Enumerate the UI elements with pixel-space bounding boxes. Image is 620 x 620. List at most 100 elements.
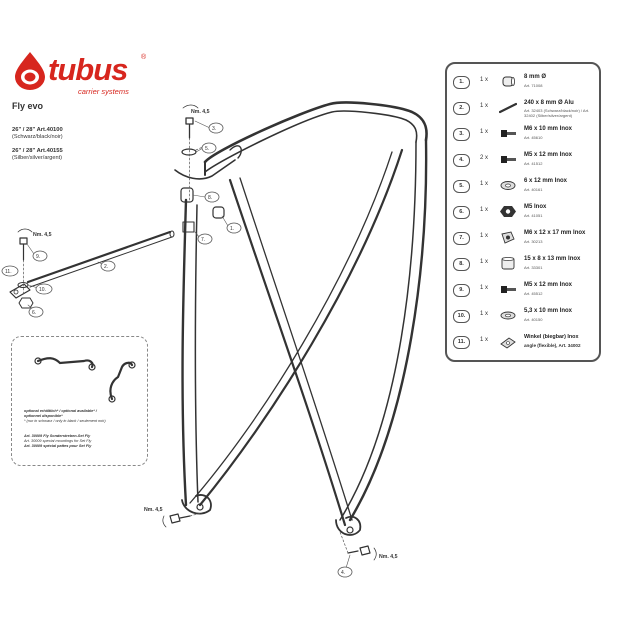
part-name: Winkel (biegbar) Inox (524, 334, 579, 340)
svg-text:5.: 5. (205, 146, 209, 152)
registered-mark: ® (141, 54, 147, 61)
callout-markers: 3. 5. 8. 1. 7. 2. 9. 11. 10. 6. 4. (1, 122, 353, 578)
part-name: M6 x 10 mm Inox (524, 126, 573, 132)
right-foot-eyelet (335, 515, 362, 536)
optional-article-numbers: Art. 30009 Fly Sonderstreben-Set Fly Art… (24, 434, 144, 449)
part-number: 6. (453, 206, 470, 219)
washer-icon (500, 181, 516, 190)
callout-1: 1. (226, 222, 242, 234)
part-qty: 1 x (480, 259, 489, 265)
part-number: 4. (453, 154, 470, 167)
optional-parts-box: optional erhältlich* / optional availabl… (11, 336, 148, 466)
part-qty: 1 x (480, 207, 489, 213)
part-row-3: 3. 1 x M6 x 10 mm Inox Art. 45610 (447, 124, 599, 150)
part-name: 240 x 8 mm Ø Alu (524, 100, 574, 106)
rack-cross-strut-b (198, 148, 404, 507)
angle-bracket (9, 283, 31, 299)
callout-3: 3. (208, 122, 224, 134)
torque-label-top: Nm. 4,5 (191, 109, 210, 115)
part-row-4: 4. 2 x M5 x 12 mm Inox Art. 41512 (447, 150, 599, 176)
svg-text:9.: 9. (36, 254, 40, 260)
optional-line-5: Art. 30009 special mountings for Set Fly (24, 439, 92, 443)
callout-5: 5. (201, 142, 217, 154)
clamp-part-7 (182, 221, 195, 233)
angle-bracket-icon (500, 337, 516, 349)
part-qty: 2 x (480, 155, 489, 161)
screw-part-4-right (347, 545, 371, 556)
stay-rod (26, 230, 172, 284)
part-row-1: 1. 1 x 8 mm Ø Art. 71008 (447, 72, 599, 98)
variant-silver: 26" / 28" Art.40155 (Silber/silver/argen… (12, 148, 63, 162)
rack-cross-strut-a (228, 178, 347, 527)
screw-part-3 (185, 117, 194, 139)
svg-text:3.: 3. (212, 126, 216, 132)
callout-8: 8. (204, 191, 220, 203)
part-name: M6 x 12 x 17 mm Inox (524, 230, 586, 236)
optional-strut-illustration (34, 357, 136, 403)
callout-4: 4. (337, 566, 353, 578)
part-qty: 1 x (480, 103, 489, 109)
rod-icon (499, 102, 517, 114)
part-qty: 1 x (480, 181, 489, 187)
optional-line-4: Art. 30009 Fly Sonderstreben-Set Fly (24, 434, 91, 438)
part-name: 15 x 8 x 13 mm Inox (524, 256, 581, 262)
torque-label-left: Nm. 4,5 (33, 232, 52, 238)
part-name: M5 Inox (524, 204, 547, 210)
washer-icon (500, 311, 516, 320)
part-qty: 1 x (480, 337, 489, 343)
part-number: 7. (453, 232, 470, 245)
part-number: 10. (453, 310, 470, 323)
left-foot-eyelet (181, 494, 212, 515)
sleeve-icon (501, 257, 515, 270)
bolt-icon (501, 156, 516, 163)
rack-right-tube (348, 138, 428, 522)
callout-9: 9. (32, 250, 48, 262)
optional-availability: optional erhältlich* / optional availabl… (24, 409, 144, 424)
optional-line-2: optionnel disponible* (24, 414, 63, 418)
part-number: 2. (453, 102, 470, 115)
part-article: Art. 40150 (524, 317, 543, 322)
part-row-11: 11. 1 x Winkel (biegbar) Inox angle (fle… (447, 332, 599, 358)
part-name: M5 x 12 mm Inox (524, 152, 573, 158)
svg-text:11.: 11. (5, 269, 12, 275)
part-row-8: 8. 1 x 15 x 8 x 13 mm Inox Art. 33301 (447, 254, 599, 280)
torque-label-bottom-left: Nm. 4,5 (144, 507, 163, 513)
part-row-10: 10. 1 x 5,3 x 10 mm Inox Art. 40150 (447, 306, 599, 332)
part-name-secondary: angle (flexible), Art. 34002 (524, 343, 581, 348)
callout-10: 10. (35, 283, 53, 295)
variant-silver-size: 26" / 28" Art.40155 (12, 148, 63, 154)
spacer-icon (502, 76, 515, 87)
part-row-5: 5. 1 x 6 x 12 mm Inox Art. 40161 (447, 176, 599, 202)
brand-tagline: carrier systems (78, 87, 129, 96)
part-number: 1. (453, 76, 470, 89)
nut-part-6 (18, 297, 34, 309)
part-qty: 1 x (480, 233, 489, 239)
part-qty: 1 x (480, 311, 489, 317)
rack-left-tube (181, 198, 188, 507)
spacer-part-1 (212, 206, 225, 219)
svg-text:8.: 8. (208, 195, 212, 201)
part-article: Art. 41051 (524, 213, 543, 218)
screw-part-9 (19, 237, 28, 261)
torque-label-bottom-right: Nm. 4,5 (379, 554, 398, 560)
part-qty: 1 x (480, 77, 489, 83)
svg-text:7.: 7. (201, 237, 205, 243)
svg-text:4.: 4. (341, 570, 345, 576)
part-article: Art. 71008 (524, 83, 543, 88)
clamp-icon (501, 231, 515, 244)
model-title: Fly evo (12, 101, 44, 111)
part-qty: 1 x (480, 129, 489, 135)
part-article: Art. 30213 (524, 239, 543, 244)
part-name: 6 x 12 mm Inox (524, 178, 568, 184)
nut-icon (500, 206, 516, 217)
part-number: 8. (453, 258, 470, 271)
tubus-logo: tubus ® carrier systems (12, 50, 152, 98)
part-number: 3. (453, 128, 470, 141)
part-qty: 1 x (480, 285, 489, 291)
washer-part-5 (181, 148, 197, 156)
part-row-6: 6. 1 x M5 Inox Art. 41051 (447, 202, 599, 228)
part-name: 8 mm Ø (524, 74, 547, 80)
part-article: Art. 32403 (Schwarz/black/noir) / Art. 3… (524, 108, 590, 118)
rack-top-frame (203, 101, 428, 164)
